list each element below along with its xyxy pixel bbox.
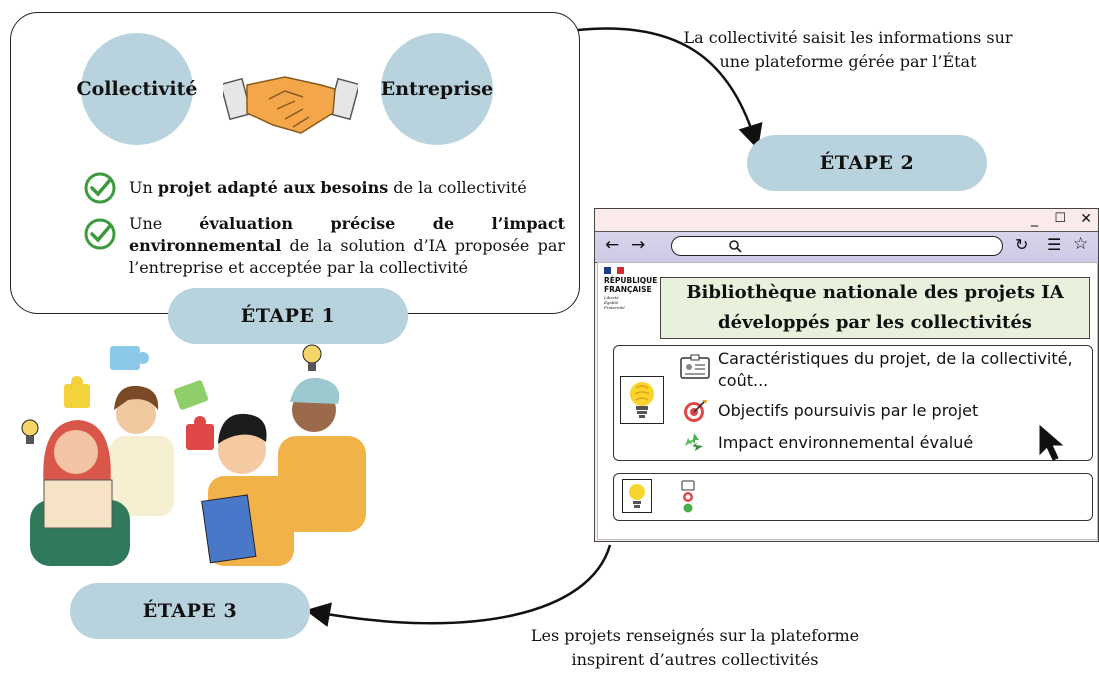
library-title-line1: Bibliothèque nationale des projets IA	[686, 282, 1064, 303]
step1-box: Collectivité Entreprise Un projet adapté…	[10, 12, 580, 314]
step3-label: ÉTAPE 3	[70, 583, 310, 639]
party-entreprise: Entreprise	[381, 33, 493, 145]
step2-caption: La collectivité saisit les informations …	[668, 26, 1028, 74]
arrow-step2-to-step3	[305, 544, 612, 627]
step2-caption-line1: La collectivité saisit les informations …	[683, 28, 1013, 47]
party-entreprise-label: Entreprise	[380, 78, 494, 100]
step1-label-text: ÉTAPE 1	[240, 305, 336, 327]
search-icon	[729, 240, 742, 253]
project-card-collapsed[interactable]	[613, 473, 1093, 521]
browser-toolbar: ← → ↻ ☰ ☆	[595, 231, 1098, 263]
logo-line1: RÉPUBLIQUE	[604, 276, 658, 285]
recycle-icon	[685, 433, 703, 451]
arrow-step1-to-step2	[577, 27, 763, 150]
benefit-1: Un projet adapté aux besoins de la colle…	[129, 177, 549, 199]
step2-label-text: ÉTAPE 2	[819, 152, 915, 174]
reload-icon[interactable]: ↻	[1015, 235, 1029, 254]
check-icon	[84, 218, 116, 250]
browser-window: _ ☐ ✕ ← → ↻ ☰ ☆ RÉPUBLIQUE FRANÇAISE Lib…	[594, 208, 1099, 542]
party-collectivite-label: Collectivité	[76, 78, 198, 100]
logo-motto: Liberté Égalité Fraternité	[604, 295, 625, 310]
step1-label: ÉTAPE 1	[168, 288, 408, 344]
lightbulb-brain-icon	[620, 376, 664, 424]
menu-icon[interactable]: ☰	[1047, 235, 1062, 254]
people-illustration	[21, 344, 366, 566]
id-card-icon	[680, 354, 710, 379]
lightbulb-brain-icon	[622, 479, 652, 513]
address-bar[interactable]	[671, 236, 1003, 256]
benefit-1-prefix: Un	[129, 178, 158, 197]
maximize-icon[interactable]: ☐	[1054, 211, 1066, 226]
benefit-2-bold: évaluation précise de l’impact environne…	[129, 214, 566, 255]
mouse-cursor-icon	[1039, 424, 1064, 461]
back-arrow-icon[interactable]: ←	[605, 235, 620, 255]
target-icon	[684, 400, 707, 422]
browser-content: RÉPUBLIQUE FRANÇAISE Liberté Égalité Fra…	[597, 262, 1098, 540]
party-collectivite: Collectivité	[77, 33, 198, 145]
library-title: Bibliothèque nationale des projets IA dé…	[660, 277, 1090, 339]
project-item-impact: Impact environnemental évalué	[718, 433, 974, 452]
project-item-objectives: Objectifs poursuivis par le projet	[718, 401, 979, 420]
puzzle-icon	[186, 416, 214, 450]
puzzle-icon	[173, 380, 209, 410]
puzzle-icon	[64, 376, 90, 408]
step2-label: ÉTAPE 2	[747, 135, 987, 191]
project-item-characteristics: Caractéristiques du projet, de la collec…	[718, 349, 1073, 390]
benefit-2-suffix: de la solution d’IA proposée par l’entre…	[129, 236, 565, 277]
star-icon[interactable]: ☆	[1073, 234, 1089, 254]
project-card[interactable]: Caractéristiques du projet, de la collec…	[613, 345, 1093, 461]
step3-caption-line1: Les projets renseignés sur la plateforme	[530, 626, 860, 645]
mini-icons-stack	[681, 480, 695, 513]
step3-caption: Les projets renseignés sur la plateforme…	[505, 624, 885, 672]
benefit-2-prefix: Une	[129, 214, 200, 233]
check-icon	[84, 172, 116, 204]
library-title-line2: développés par les collectivités	[718, 312, 1032, 333]
handshake-icon	[223, 76, 358, 134]
browser-titlebar: _ ☐ ✕	[595, 209, 1098, 231]
lightbulb-icon	[21, 419, 39, 444]
close-icon[interactable]: ✕	[1080, 211, 1092, 227]
benefit-1-suffix: de la collectivité	[388, 178, 527, 197]
benefit-1-bold: projet adapté aux besoins	[157, 178, 389, 197]
step3-caption-line2: inspirent d’autres collectivités	[571, 650, 819, 669]
benefit-2: Une évaluation précise de l’impact envir…	[129, 213, 565, 279]
step2-caption-line2: une plateforme gérée par l’État	[719, 52, 977, 71]
logo-line2: FRANÇAISE	[604, 285, 652, 294]
republique-francaise-logo: RÉPUBLIQUE FRANÇAISE Liberté Égalité Fra…	[604, 267, 660, 310]
lightbulb-icon	[302, 344, 322, 371]
step3-label-text: ÉTAPE 3	[142, 600, 238, 622]
forward-arrow-icon[interactable]: →	[631, 235, 646, 255]
minimize-icon[interactable]: _	[1031, 211, 1038, 227]
puzzle-icon	[110, 346, 149, 370]
